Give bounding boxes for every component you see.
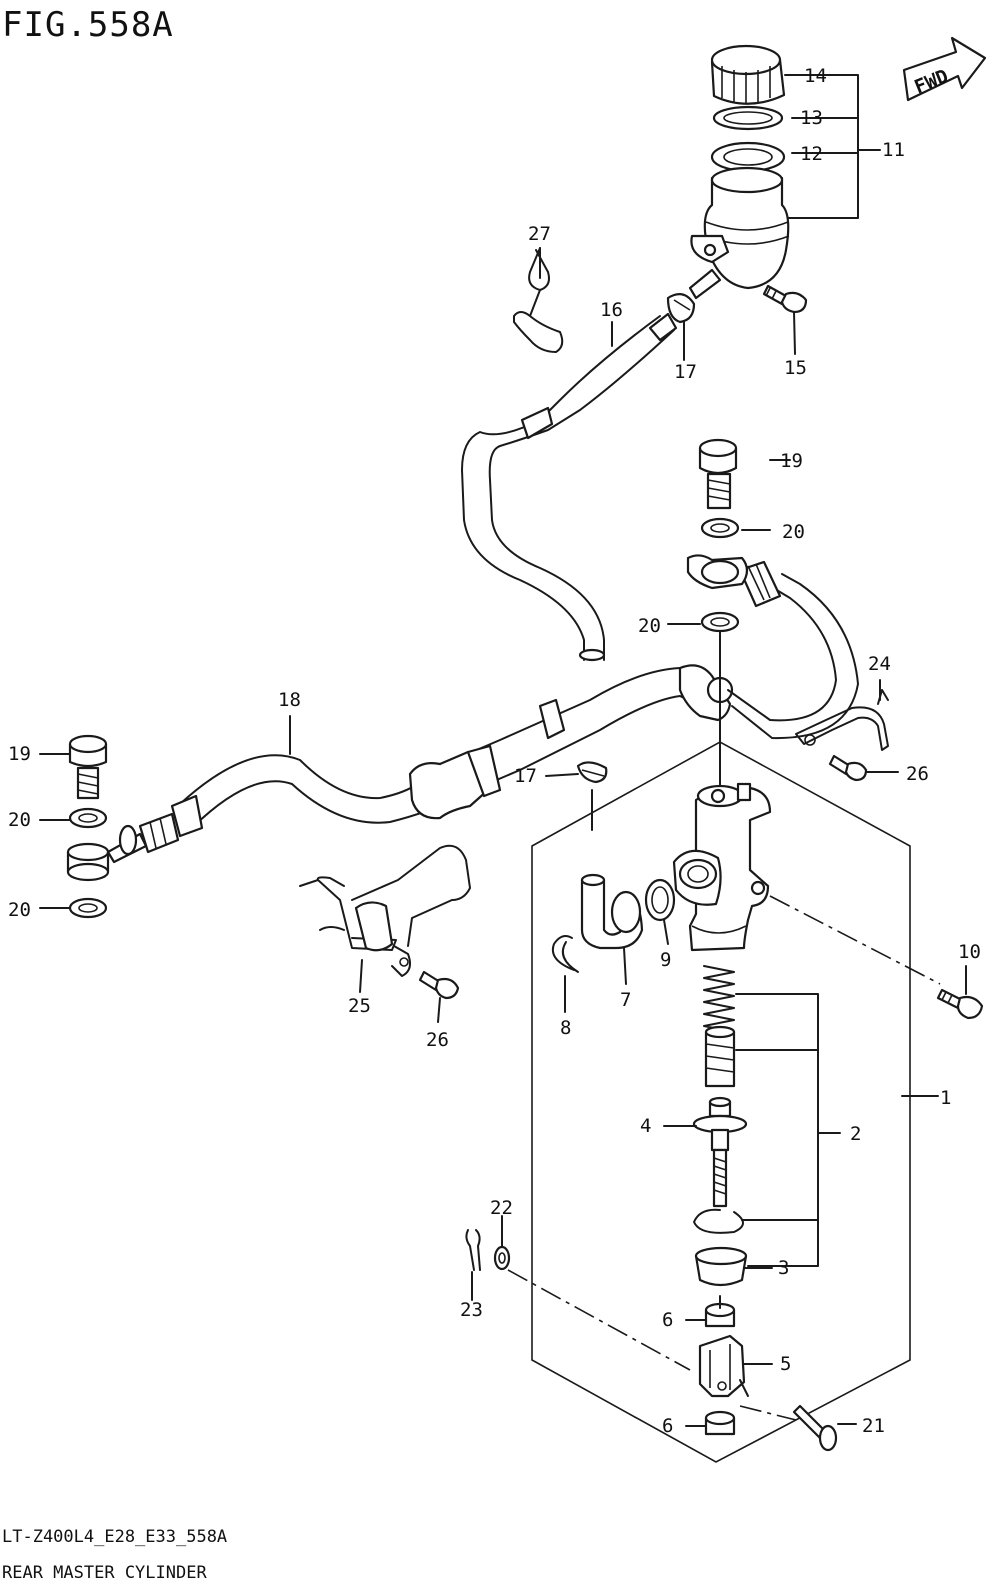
bolt-icon — [828, 754, 868, 782]
callout-5: 5 — [780, 1353, 791, 1375]
callout-22: 22 — [490, 1197, 513, 1219]
callout-2: 2 — [850, 1123, 861, 1145]
circlip-icon — [552, 935, 579, 973]
hose-clamp-bracket-icon — [795, 689, 889, 751]
diaphragm-icon — [710, 141, 786, 173]
callout-4: 4 — [640, 1115, 651, 1137]
callout-17b: 17 — [514, 765, 537, 787]
diagram-code: LT-Z400L4_E28_E33_558A — [2, 1527, 227, 1547]
callout-26a: 26 — [906, 763, 929, 785]
reservoir-assembly — [688, 44, 881, 355]
reservoir-body-icon — [688, 166, 790, 300]
hose-clamp-upper-icon — [666, 293, 696, 324]
callout-10: 10 — [958, 941, 981, 963]
callout-15: 15 — [784, 357, 807, 379]
copper-washer-icon — [700, 517, 740, 539]
callout-8: 8 — [560, 1017, 571, 1039]
assembly-outline — [531, 741, 911, 1463]
callout-24: 24 — [868, 653, 891, 675]
callout-14: 14 — [804, 65, 827, 87]
brake-hose — [106, 560, 859, 864]
callout-20a: 20 — [782, 521, 805, 543]
flat-washer-icon — [493, 1245, 511, 1271]
figure-title: FIG.558A — [2, 5, 174, 45]
clevis-joint-icon — [698, 1334, 746, 1398]
callout-18: 18 — [278, 689, 301, 711]
snap-ring-icon — [693, 1208, 744, 1234]
banjo-bolt-upper-icon — [698, 438, 738, 510]
lock-nut-lower-icon — [704, 1410, 736, 1436]
piston-cup-icon — [704, 1025, 736, 1088]
banjo-fitting-left-icon — [66, 842, 110, 882]
hose-guide-clamp-icon — [299, 844, 471, 977]
callout-12: 12 — [800, 143, 823, 165]
hose-clip-icon — [513, 247, 564, 353]
copper-washer-icon — [700, 611, 740, 633]
callout-7: 7 — [620, 989, 631, 1011]
hose-clamp-lower-icon — [576, 761, 608, 784]
reservoir-hose — [461, 312, 678, 662]
callout-20b: 20 — [638, 615, 661, 637]
hose-connector-elbow-icon — [580, 873, 644, 950]
piston-spring-icon — [703, 965, 735, 1033]
diaphragm-plate-icon — [712, 105, 784, 131]
callout-20d: 20 — [8, 899, 31, 921]
callout-3: 3 — [778, 1257, 789, 1279]
callout-6b: 6 — [662, 1415, 673, 1437]
callout-21: 21 — [862, 1415, 885, 1437]
callout-23: 23 — [460, 1299, 483, 1321]
callout-16: 16 — [600, 299, 623, 321]
copper-washer-icon — [68, 897, 108, 919]
callout-19b: 19 — [8, 743, 31, 765]
o-ring-icon — [644, 878, 676, 922]
callout-25: 25 — [348, 995, 371, 1017]
reservoir-cap-icon — [710, 44, 786, 105]
cotter-pin-icon — [465, 1229, 481, 1271]
diagram-caption: REAR MASTER CYLINDER — [2, 1563, 207, 1583]
dust-boot-icon — [694, 1246, 748, 1287]
callout-1: 1 — [940, 1087, 951, 1109]
leader-lines — [39, 321, 967, 1427]
callout-13: 13 — [800, 107, 823, 129]
banjo-bolt-left-icon — [68, 734, 108, 800]
callout-17a: 17 — [674, 361, 697, 383]
banjo-fitting-upper-icon — [686, 554, 749, 590]
callout-20c: 20 — [8, 809, 31, 831]
bolt-icon — [936, 988, 984, 1020]
clevis-pin-icon — [792, 1404, 838, 1452]
callout-6a: 6 — [662, 1309, 673, 1331]
callout-11: 11 — [882, 139, 905, 161]
bolt-icon — [418, 970, 460, 1000]
callout-26b: 26 — [426, 1029, 449, 1051]
master-cylinder-body-icon — [672, 782, 772, 952]
copper-washer-icon — [68, 807, 108, 829]
callout-labels: 1 2 3 4 5 6 6 7 8 9 10 11 12 13 14 15 16… — [8, 65, 981, 1437]
forward-direction-arrow-icon: FWD — [902, 36, 987, 102]
callout-19a: 19 — [780, 450, 803, 472]
callout-27: 27 — [528, 223, 551, 245]
callout-9: 9 — [660, 949, 671, 971]
push-rod-icon — [692, 1096, 748, 1208]
bolt-icon — [762, 284, 808, 314]
